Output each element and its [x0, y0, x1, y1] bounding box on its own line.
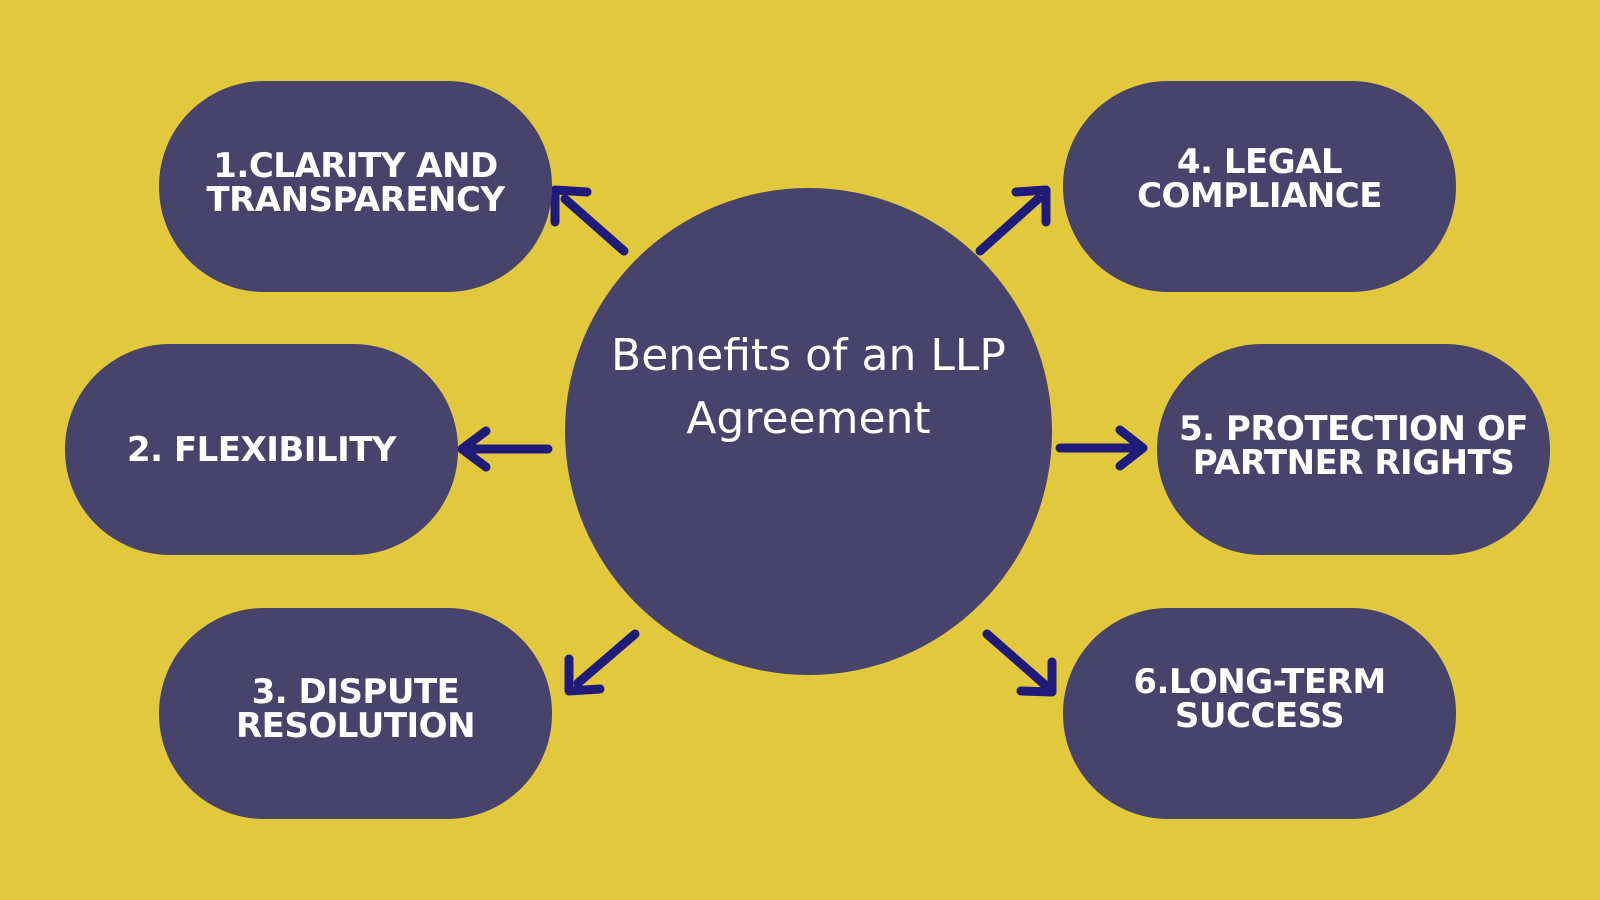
center-circle: Benefits of an LLP Agreement	[565, 188, 1052, 675]
node-protection-of-partner-rights: 5. PROTECTION OF PARTNER RIGHTS	[1157, 344, 1550, 555]
node-dispute-resolution: 3. DISPUTE RESOLUTION	[159, 608, 552, 819]
node-flexibility: 2. FLEXIBILITY	[65, 344, 458, 555]
arrow-to-node-1	[550, 185, 629, 256]
node-long-term-success: 6.LONG-TERM SUCCESS	[1063, 608, 1456, 819]
arrow-to-node-2	[457, 426, 553, 472]
node-label: 4. LEGAL COMPLIANCE	[1137, 141, 1382, 216]
center-title: Benefits of an LLP Agreement	[611, 329, 1006, 444]
arrow-to-node-6	[982, 629, 1057, 697]
node-clarity-and-transparency: 1.CLARITY AND TRANSPARENCY	[159, 81, 552, 292]
node-label: 1.CLARITY AND TRANSPARENCY	[206, 145, 505, 220]
arrow-to-node-4	[975, 185, 1051, 256]
arrow-to-node-3	[564, 629, 640, 696]
arrow-to-node-5	[1055, 425, 1148, 471]
node-label: 2. FLEXIBILITY	[126, 429, 397, 470]
node-label: 6.LONG-TERM SUCCESS	[1133, 661, 1386, 736]
node-label: 5. PROTECTION OF PARTNER RIGHTS	[1179, 408, 1528, 483]
node-label: 3. DISPUTE RESOLUTION	[235, 671, 476, 746]
node-legal-compliance: 4. LEGAL COMPLIANCE	[1063, 81, 1456, 292]
